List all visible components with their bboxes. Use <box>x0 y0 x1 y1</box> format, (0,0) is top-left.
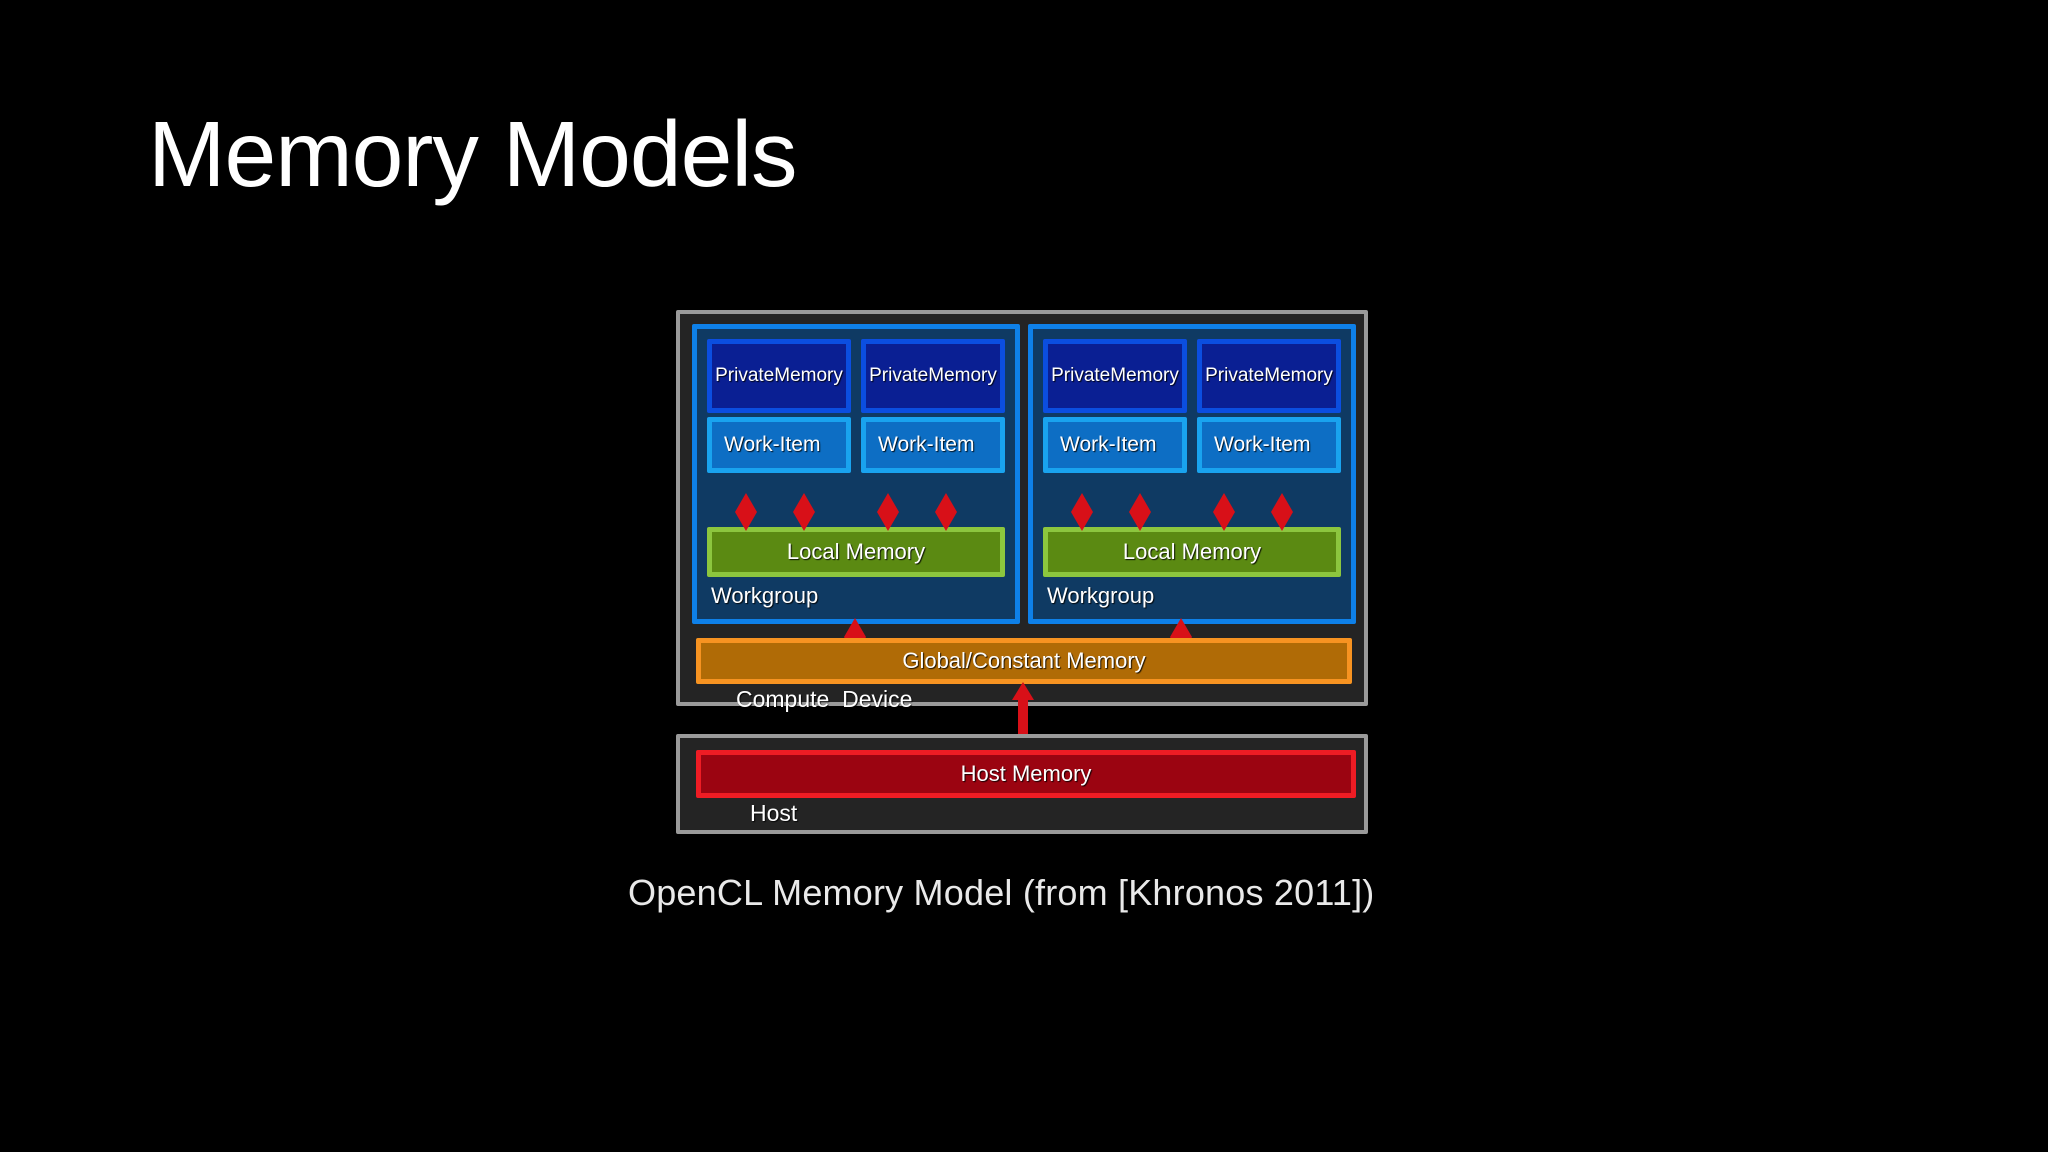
work-item-row-0: Private Memory Work-Item Private Memory <box>707 339 1005 491</box>
work-item-column-0-1: Private Memory Work-Item <box>861 339 1005 491</box>
private-memory-1-1: Private Memory <box>1197 339 1341 413</box>
host-frame: Host Memory Host <box>676 734 1368 834</box>
private-memory-1-0: Private Memory <box>1043 339 1187 413</box>
work-item-label: Work-Item <box>878 433 975 456</box>
memory-link-diamond-icon <box>1071 493 1093 531</box>
memory-link-diamond-icon <box>1213 493 1235 531</box>
work-item-label: Work-Item <box>1060 433 1157 456</box>
workgroup-container: Private Memory Work-Item Private Memory <box>692 324 1356 624</box>
host-memory: Host Memory <box>696 750 1356 798</box>
work-item-label: Work-Item <box>724 433 821 456</box>
global-constant-memory: Global/Constant Memory <box>696 638 1352 684</box>
figure-caption: OpenCL Memory Model (from [Khronos 2011]… <box>628 872 1375 913</box>
compute-device-frame: Private Memory Work-Item Private Memory <box>676 310 1368 712</box>
private-memory-label-line1: Private <box>869 365 929 387</box>
private-memory-label-line2: Memory <box>928 365 997 387</box>
local-memory-arrows-0 <box>707 491 1005 533</box>
private-memory-label-line2: Memory <box>1264 365 1333 387</box>
work-item-1-0: Work-Item <box>1043 417 1187 473</box>
host-memory-label: Host Memory <box>960 761 1092 786</box>
workgroup-1: Private Memory Work-Item Private Memory <box>1028 324 1356 624</box>
local-memory-0: Local Memory <box>707 527 1005 577</box>
work-item-label: Work-Item <box>1214 433 1311 456</box>
private-memory-0-0: Private Memory <box>707 339 851 413</box>
work-item-column-1-1: Private Memory Work-Item <box>1197 339 1341 491</box>
page-title: Memory Models <box>148 102 797 206</box>
private-memory-label-line1: Private <box>1051 365 1111 387</box>
private-memory-0-1: Private Memory <box>861 339 1005 413</box>
workgroup-label-1: Workgroup <box>1047 583 1155 608</box>
work-item-column-0-0: Private Memory Work-Item <box>707 339 851 491</box>
local-memory-label: Local Memory <box>1122 539 1262 564</box>
local-memory-arrows-1 <box>1043 491 1341 533</box>
work-item-row-1: Private Memory Work-Item Private Memory <box>1043 339 1341 491</box>
private-memory-label-line2: Memory <box>774 365 843 387</box>
private-memory-label-line1: Private <box>1205 365 1265 387</box>
workgroup-0: Private Memory Work-Item Private Memory <box>692 324 1020 624</box>
workgroup-label-0: Workgroup <box>711 583 819 608</box>
private-memory-label-line1: Private <box>715 365 775 387</box>
work-item-column-1-0: Private Memory Work-Item <box>1043 339 1187 491</box>
memory-link-diamond-icon <box>1129 493 1151 531</box>
memory-link-diamond-icon <box>735 493 757 531</box>
global-constant-memory-label: Global/Constant Memory <box>902 648 1146 673</box>
work-item-0-0: Work-Item <box>707 417 851 473</box>
memory-link-diamond-icon <box>793 493 815 531</box>
work-item-1-1: Work-Item <box>1197 417 1341 473</box>
host-label: Host <box>750 800 798 826</box>
work-item-0-1: Work-Item <box>861 417 1005 473</box>
memory-link-diamond-icon <box>1271 493 1293 531</box>
local-memory-1: Local Memory <box>1043 527 1341 577</box>
opencl-memory-model-figure: Private Memory Work-Item Private Memory <box>676 310 1368 920</box>
memory-link-diamond-icon <box>935 493 957 531</box>
memory-link-diamond-icon <box>877 493 899 531</box>
compute-device-label: Compute Device <box>736 686 913 712</box>
local-memory-label: Local Memory <box>786 539 926 564</box>
private-memory-label-line2: Memory <box>1110 365 1179 387</box>
